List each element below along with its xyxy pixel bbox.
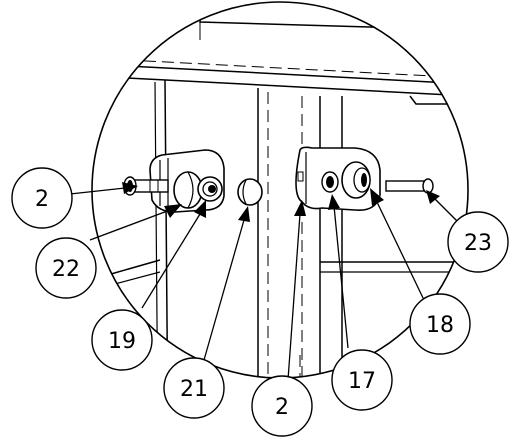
right-washer [321,171,339,193]
callout-18: 18 [409,293,471,355]
callout-label: 22 [52,257,80,282]
callout-22: 22 [35,237,97,299]
left-bushing [173,171,203,209]
callout-label: 18 [426,313,454,338]
callout-17: 17 [331,349,393,411]
cap [237,178,263,206]
callout-2-left: 2 [11,167,73,229]
callout-label: 21 [180,377,208,402]
callout-label: 2 [275,395,289,420]
callout-21: 21 [163,357,225,419]
callout-19: 19 [91,309,153,371]
callout-label: 23 [464,231,492,256]
callout-23: 23 [447,211,509,273]
left-nut [197,176,223,202]
callout-label: 2 [35,187,49,212]
callout-2-bottom: 2 [251,375,313,437]
callout-label: 19 [108,329,136,354]
right-hinge-pin [385,178,434,194]
right-bushing [341,161,371,199]
leader-lines [69,182,459,381]
callout-label: 17 [348,369,376,394]
